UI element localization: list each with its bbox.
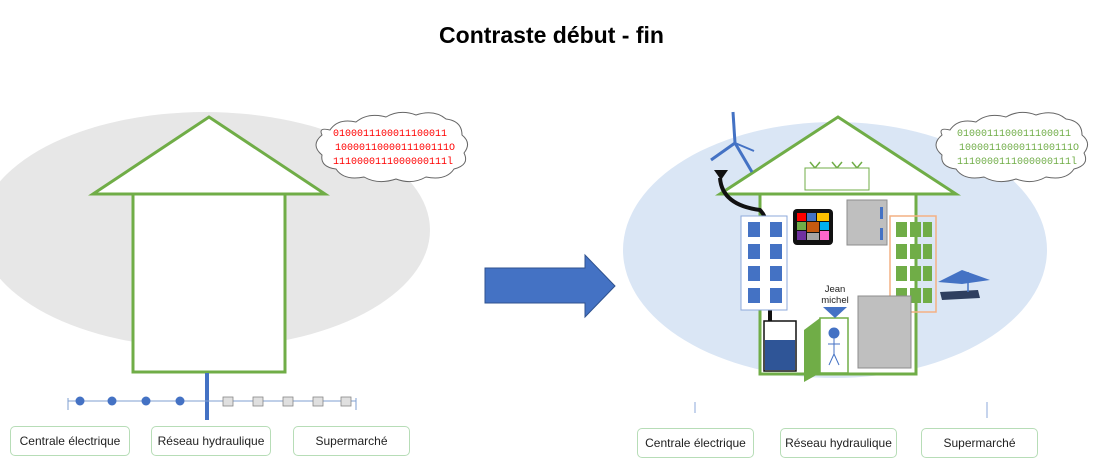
left-cloud-line-2: 1000011000011100111O xyxy=(335,143,455,154)
diagram-title: Contraste début - fin xyxy=(439,22,664,48)
right-label-power-plant: Centrale électrique xyxy=(637,428,754,458)
person-label-line-2: michel xyxy=(821,295,848,306)
right-data-cloud: 0100011100011100011 1000011000011100111O… xyxy=(935,111,1088,183)
rain-collector-icon xyxy=(714,170,728,180)
left-label-supermarket: Supermarché xyxy=(293,426,410,456)
left-cloud-line-1: 0100011100011100011 xyxy=(333,129,447,140)
water-tank-icon xyxy=(763,320,797,372)
right-cloud-line-3: 1110000111000000111l xyxy=(957,156,1077,168)
solar-panels-blue xyxy=(740,215,788,311)
wind-turbine-icon xyxy=(710,111,755,173)
right-label-water-network: Réseau hydraulique xyxy=(780,428,897,458)
person-icon xyxy=(828,327,840,366)
transition-arrow xyxy=(484,253,616,319)
right-label-supermarket: Supermarché xyxy=(921,428,1038,458)
left-house-body xyxy=(131,192,287,374)
left-data-cloud: 0100011100011100011 1000011000011100111O… xyxy=(315,111,468,183)
left-label-power-plant: Centrale électrique xyxy=(10,426,130,456)
roof-garden-icon xyxy=(804,161,870,191)
left-cloud-line-3: 1110000111000000111l xyxy=(333,156,453,168)
door-icon xyxy=(804,317,849,382)
left-network xyxy=(67,396,357,410)
appliance-icon xyxy=(846,199,888,246)
computer-chip-icon xyxy=(793,209,833,245)
person-pointer-icon xyxy=(823,307,847,318)
storage-box xyxy=(857,295,912,369)
person-label-line-1: Jean xyxy=(825,284,846,295)
right-cloud-line-2: 1000011000011100111O xyxy=(959,143,1079,154)
drone-icon xyxy=(938,270,990,300)
left-label-water-network: Réseau hydraulique xyxy=(151,426,271,456)
right-cloud-line-1: 0100011100011100011 xyxy=(957,129,1071,140)
